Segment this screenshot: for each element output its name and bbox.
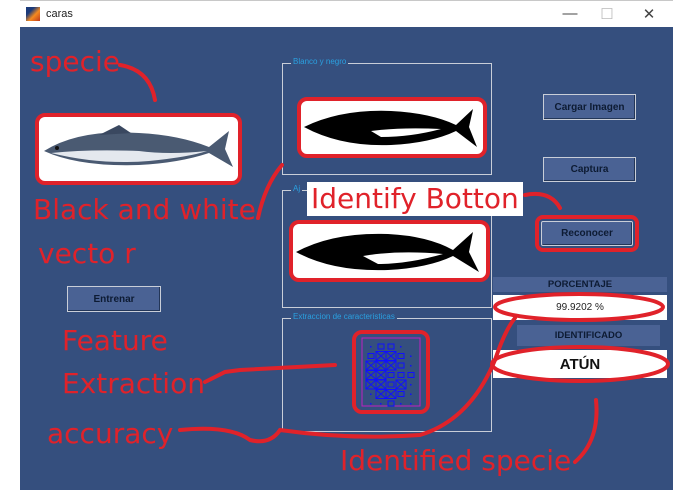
percent-label: PORCENTAJE	[493, 277, 667, 292]
capture-button[interactable]: Captura	[543, 157, 636, 182]
identified-arrow	[573, 398, 599, 464]
feature-cell	[380, 403, 382, 405]
panel-extraccion: Extraccion de caracteristicas	[282, 312, 492, 432]
panel-title: Aj	[291, 184, 303, 193]
annotation-identified: Identified specie	[340, 444, 572, 477]
feature-cell	[397, 362, 405, 369]
feature-cell	[410, 355, 412, 357]
tuna-bw-image	[304, 109, 477, 147]
feature-cell	[387, 343, 395, 350]
identified-text: ATÚN	[559, 355, 601, 373]
feature-cell	[387, 381, 395, 388]
feature-cell	[397, 391, 405, 397]
maximize-button[interactable]: ☐	[600, 6, 614, 23]
matlab-icon	[26, 7, 40, 21]
feature-cell	[410, 365, 412, 367]
percent-text: 99.9202 %	[556, 302, 604, 313]
annotation-specie: specie	[30, 45, 120, 78]
feature-cell	[387, 372, 395, 378]
title-bar: caras — ☐ ✕	[20, 0, 673, 27]
recognize-button[interactable]: Reconocer	[535, 215, 639, 252]
specie-arrow	[118, 63, 157, 102]
feature-cell	[410, 384, 412, 386]
feature-arrow	[203, 363, 337, 384]
window-title: caras	[46, 8, 73, 20]
feature-cell	[397, 353, 405, 359]
feature-cell	[385, 351, 397, 361]
feature-grid	[361, 337, 421, 407]
feature-cell	[400, 346, 402, 348]
feature-extraction-image	[352, 330, 430, 414]
train-button[interactable]: Entrenar	[67, 286, 161, 312]
feature-cell	[407, 372, 415, 378]
accuracy-ellipse	[493, 292, 665, 322]
input-fish-image	[35, 113, 242, 185]
feature-cell	[367, 353, 375, 359]
identified-ellipse	[490, 345, 670, 383]
panel-title: Blanco y negro	[291, 57, 349, 66]
identified-value: ATÚN	[493, 350, 667, 378]
feature-cell	[410, 403, 412, 405]
feature-cell	[395, 379, 407, 390]
annotation-accuracy: accuracy	[47, 417, 174, 450]
adjusted-image	[289, 220, 490, 282]
feature-cell	[370, 393, 372, 395]
panel-blanco-y-negro: Blanco y negro	[282, 57, 492, 175]
identify-arrow	[523, 191, 562, 210]
load-image-button[interactable]: Cargar Imagen	[543, 94, 636, 120]
feature-cell	[385, 360, 397, 371]
tuna-color-image	[44, 125, 233, 167]
annotation-identify: Identify Botton	[307, 182, 523, 216]
annotation-feature-2: Extraction	[62, 367, 205, 400]
feature-cell	[370, 346, 372, 348]
feature-cell	[397, 372, 405, 378]
tuna-adjusted-image	[296, 232, 479, 272]
feature-cell	[370, 403, 372, 405]
minimize-button[interactable]: —	[562, 5, 578, 22]
feature-cell	[385, 389, 397, 399]
identified-label: IDENTIFICADO	[517, 325, 660, 346]
accuracy-arrow	[178, 316, 517, 444]
feature-cell	[410, 393, 412, 395]
annotation-bw-2: vecto r	[38, 237, 136, 270]
close-button[interactable]: ✕	[642, 6, 656, 23]
bw-image	[297, 97, 487, 158]
annotation-feature-1: Feature	[62, 324, 168, 357]
panel-title: Extraccion de caracteristicas	[291, 312, 397, 321]
feature-cell	[387, 400, 395, 407]
bw-arrow	[256, 163, 284, 220]
feature-cell	[400, 403, 402, 405]
annotation-bw-1: Black and white	[33, 193, 256, 226]
feature-cell	[377, 343, 385, 350]
